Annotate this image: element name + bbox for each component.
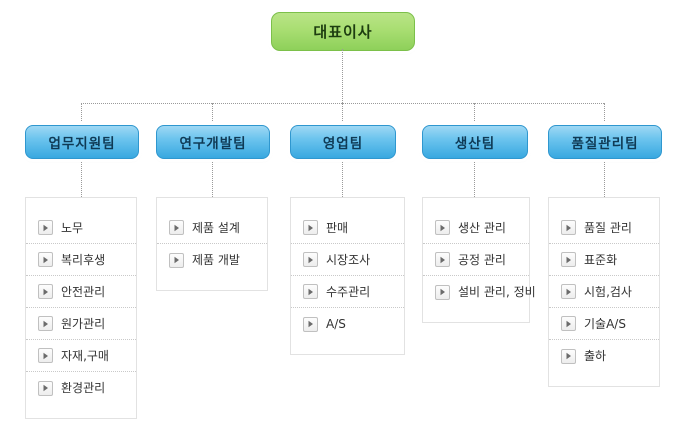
play-arrow-icon (38, 284, 53, 299)
list-item[interactable]: 안전관리 (26, 276, 136, 308)
list-item-label: 생산 관리 (458, 220, 506, 235)
node-team-2-label: 연구개발팀 (179, 136, 247, 152)
list-item[interactable]: 시험,검사 (549, 276, 659, 308)
play-arrow-icon (38, 348, 53, 363)
list-item-label: 시험,검사 (584, 284, 632, 299)
list-item[interactable]: 복리후생 (26, 244, 136, 276)
list-item-label: 품질 관리 (584, 220, 632, 235)
play-arrow-icon (169, 220, 184, 235)
list-item[interactable]: 품질 관리 (549, 212, 659, 244)
play-arrow-icon (435, 252, 450, 267)
play-arrow-icon (435, 284, 450, 300)
play-arrow-icon (303, 284, 318, 299)
play-arrow-icon (303, 220, 318, 235)
list-item-label: 표준화 (584, 252, 618, 267)
list-item[interactable]: 설비 관리, 정비 (423, 276, 536, 308)
node-ceo[interactable]: 대표이사 (271, 12, 415, 51)
play-arrow-icon (561, 252, 576, 267)
list-item[interactable]: 기술A/S (549, 308, 659, 340)
list-item[interactable]: 환경관리 (26, 372, 136, 404)
play-arrow-icon (561, 284, 576, 299)
list-item-label: 원가관리 (61, 316, 106, 331)
play-arrow-icon (303, 252, 318, 267)
play-arrow-icon (38, 252, 53, 267)
list-item-label: 공정 관리 (458, 252, 506, 267)
list-item[interactable]: 시장조사 (291, 244, 404, 276)
connector-team-panel-5 (604, 159, 605, 197)
play-arrow-icon (561, 316, 576, 331)
list-item[interactable]: A/S (291, 308, 404, 340)
connector-ceo-stem (342, 49, 343, 103)
node-ceo-label: 대표이사 (313, 23, 373, 41)
node-team-2[interactable]: 연구개발팀 (156, 125, 270, 159)
list-item-label: 판매 (326, 220, 349, 235)
play-arrow-icon (38, 316, 53, 331)
connector-team-panel-2 (212, 159, 213, 197)
list-item-label: 설비 관리, 정비 (458, 285, 536, 299)
list-item-label: 시장조사 (326, 252, 371, 267)
list-item-label: 기술A/S (584, 316, 626, 331)
connector-drop-2 (212, 103, 213, 125)
node-team-1-label: 업무지원팀 (48, 136, 116, 152)
list-item[interactable]: 원가관리 (26, 308, 136, 340)
play-arrow-icon (435, 220, 450, 235)
connector-drop-3 (342, 103, 343, 125)
list-item[interactable]: 표준화 (549, 244, 659, 276)
play-arrow-icon (561, 220, 576, 235)
list-item[interactable]: 판매 (291, 212, 404, 244)
list-item-label: 안전관리 (61, 284, 106, 299)
connector-team-panel-4 (474, 159, 475, 197)
connector-drop-5 (604, 103, 605, 125)
play-arrow-icon (38, 380, 53, 396)
list-item[interactable]: 자재,구매 (26, 340, 136, 372)
list-item-label: A/S (326, 317, 346, 331)
list-item-label: 노무 (61, 220, 84, 235)
list-item[interactable]: 출하 (549, 340, 659, 372)
node-team-1[interactable]: 업무지원팀 (25, 125, 139, 159)
list-item-label: 자재,구매 (61, 348, 109, 363)
play-arrow-icon (303, 316, 318, 332)
list-item-label: 출하 (584, 349, 607, 363)
play-arrow-icon (38, 220, 53, 235)
connector-bus (81, 103, 604, 104)
list-item[interactable]: 노무 (26, 212, 136, 244)
list-item-label: 제품 설계 (192, 220, 240, 235)
list-item[interactable]: 수주관리 (291, 276, 404, 308)
node-team-4[interactable]: 생산팀 (422, 125, 528, 159)
list-item[interactable]: 공정 관리 (423, 244, 529, 276)
node-team-5[interactable]: 품질관리팀 (548, 125, 662, 159)
connector-drop-4 (474, 103, 475, 125)
list-item-label: 환경관리 (61, 381, 106, 395)
node-team-4-label: 생산팀 (454, 136, 496, 152)
list-item-label: 수주관리 (326, 284, 371, 299)
node-team-3-label: 영업팀 (322, 136, 364, 152)
list-item[interactable]: 제품 개발 (157, 244, 267, 276)
play-arrow-icon (169, 252, 184, 268)
connector-drop-1 (81, 103, 82, 125)
connector-team-panel-1 (81, 159, 82, 197)
node-team-3[interactable]: 영업팀 (290, 125, 396, 159)
connector-team-panel-3 (342, 159, 343, 197)
list-item-label: 복리후생 (61, 252, 106, 267)
play-arrow-icon (561, 348, 576, 364)
list-item[interactable]: 제품 설계 (157, 212, 267, 244)
node-team-5-label: 품질관리팀 (571, 136, 639, 152)
list-item[interactable]: 생산 관리 (423, 212, 529, 244)
list-item-label: 제품 개발 (192, 253, 240, 267)
